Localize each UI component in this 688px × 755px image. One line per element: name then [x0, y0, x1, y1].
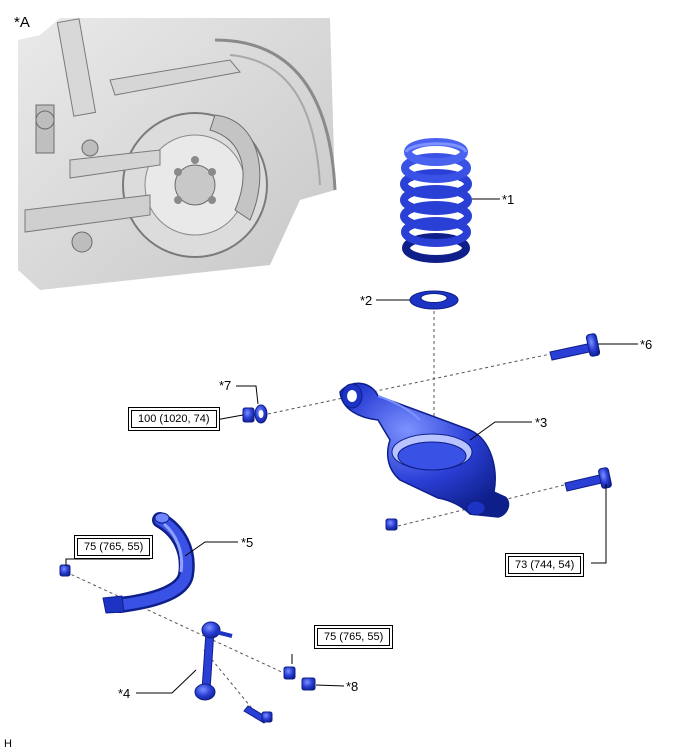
callout-1: *1 [502, 192, 514, 207]
leader-lines [65, 198, 638, 694]
callout-8: *8 [346, 679, 358, 694]
arm-bolt-lower [564, 467, 612, 492]
spring-insulator [409, 290, 459, 310]
footer-code: H [4, 738, 12, 750]
link-nut-8 [301, 677, 316, 691]
arm-bolt-upper [549, 333, 601, 361]
callout-2: *2 [360, 293, 372, 308]
callout-7: *7 [219, 378, 231, 393]
view-label: *A [14, 14, 30, 31]
callout-5: *5 [241, 535, 253, 550]
torque-value-bushing-nut: 100 (1020, 74) [131, 410, 217, 428]
arm-nut-lower [385, 518, 398, 531]
torque-box-arm-bolt: 73 (744, 54) [505, 553, 585, 577]
callout-labels: *1 *2 *3 *4 *5 *6 *7 *8 [118, 192, 652, 701]
torque-box-bushing-nut: 100 (1020, 74) [128, 407, 220, 431]
link-nut [283, 666, 296, 680]
stabilizer-bar [102, 512, 195, 614]
stabilizer-nut [59, 564, 71, 577]
callout-4: *4 [118, 686, 130, 701]
callout-6: *6 [640, 337, 652, 352]
callout-3: *3 [535, 415, 547, 430]
inset-vehicle-view [18, 18, 337, 290]
torque-value-arm-bolt: 73 (744, 54) [508, 556, 582, 574]
torque-box-link-nut: 75 (765, 55) [314, 625, 394, 649]
stabilizer-link [194, 621, 233, 701]
link-bolt [243, 705, 273, 724]
torque-value-stabilizer: 75 (765, 55) [77, 538, 151, 556]
torque-box-stabilizer: 75 (765, 55) [74, 535, 154, 559]
coil-spring [400, 138, 472, 263]
torque-value-link-nut: 75 (765, 55) [317, 628, 391, 646]
lower-arm [339, 382, 510, 518]
bushing-nut-washer [242, 404, 268, 424]
